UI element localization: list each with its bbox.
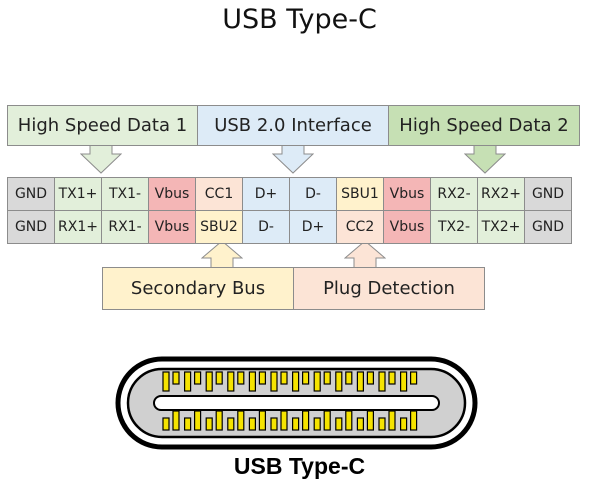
connector-contact [172, 410, 180, 431]
pin-cell: RX1- [101, 210, 149, 244]
pin-cell: D- [242, 210, 290, 244]
connector-contact [313, 371, 321, 392]
connector-contact [292, 371, 300, 392]
connector-contact [205, 417, 213, 431]
connector-contact [313, 417, 321, 431]
connector-contact [400, 371, 408, 392]
pin-cell: CC2 [336, 210, 384, 244]
connector-contact [270, 417, 278, 431]
connector-contact [237, 410, 245, 431]
connector-contact [280, 371, 288, 385]
connector-contact [194, 371, 202, 385]
pin-cell: GND [524, 210, 572, 244]
connector-contact [345, 410, 353, 431]
connector-contact [194, 410, 202, 431]
connector-contact [323, 371, 331, 385]
connector-contact [323, 410, 331, 431]
group-label: USB 2.0 Interface [214, 115, 372, 136]
pin-cell: Vbus [383, 177, 431, 211]
pin-cell: RX2+ [477, 177, 525, 211]
usb-c-connector-illustration [115, 356, 478, 450]
pin-cell: RX2- [430, 177, 478, 211]
connector-contact [227, 417, 235, 431]
pin-cell: D+ [242, 177, 290, 211]
connector-contact [172, 371, 180, 385]
connector-contact [400, 417, 408, 431]
connector-contact [270, 371, 278, 392]
pin-cell: GND [7, 177, 55, 211]
connector-contact [366, 371, 374, 385]
connector-contact [378, 417, 386, 431]
pin-cell: Vbus [383, 210, 431, 244]
pin-cell: SBU1 [336, 177, 384, 211]
connector-contact [302, 410, 310, 431]
connector-contact [162, 371, 170, 392]
connector-contact [302, 371, 310, 385]
connector-contact [184, 417, 192, 431]
connector-contact [237, 371, 245, 385]
group-high-speed-data-2: High Speed Data 2 [388, 105, 580, 146]
connector-contact [366, 410, 374, 431]
connector-contact [248, 371, 256, 392]
connector-top-pins [162, 371, 418, 392]
connector-contact [410, 410, 418, 431]
group-plug-detection: Plug Detection [293, 267, 485, 310]
image-caption: USB Type-C [233, 453, 366, 479]
connector-contact [258, 371, 266, 385]
group-label: Plug Detection [323, 278, 455, 299]
pin-cell: TX1- [101, 177, 149, 211]
pin-row-b: GND RX1+ RX1- Vbus SBU2 D- D+ CC2 Vbus T… [7, 210, 572, 244]
connector-bottom-pins [162, 410, 418, 431]
pin-cell: SBU2 [195, 210, 243, 244]
connector-contact [335, 417, 343, 431]
group-high-speed-data-1: High Speed Data 1 [7, 105, 198, 146]
connector-contact [388, 410, 396, 431]
connector-contact [335, 371, 343, 392]
connector-contact [248, 417, 256, 431]
connector-contact [388, 371, 396, 385]
pin-cell: TX1+ [54, 177, 102, 211]
connector-contact [356, 417, 364, 431]
page-title: USB Type-C [222, 4, 377, 35]
pin-cell: GND [524, 177, 572, 211]
connector-contact [292, 417, 300, 431]
pin-cell: TX2- [430, 210, 478, 244]
connector-contact [205, 371, 213, 392]
group-usb2-interface: USB 2.0 Interface [197, 105, 389, 146]
group-label: Secondary Bus [130, 278, 266, 299]
connector-contact [280, 410, 288, 431]
connector-contact [162, 417, 170, 431]
connector-contact [227, 371, 235, 392]
pin-cell: Vbus [148, 177, 196, 211]
connector-contact [378, 371, 386, 392]
connector-contact [184, 371, 192, 392]
connector-contact [215, 371, 223, 385]
connector-contact [258, 410, 266, 431]
pin-cell: D+ [289, 210, 337, 244]
connector-contact [410, 371, 418, 385]
pin-cell: TX2+ [477, 210, 525, 244]
pin-cell: Vbus [148, 210, 196, 244]
pinout-table: GND TX1+ TX1- Vbus CC1 D+ D- SBU1 Vbus R… [7, 177, 572, 244]
pin-cell: GND [7, 210, 55, 244]
group-label: High Speed Data 1 [17, 115, 188, 136]
connector-contact [215, 410, 223, 431]
connector-contact [356, 371, 364, 392]
pin-cell: RX1+ [54, 210, 102, 244]
pin-cell: CC1 [195, 177, 243, 211]
group-secondary-bus: Secondary Bus [102, 267, 294, 310]
group-label: High Speed Data 2 [399, 115, 569, 136]
pin-cell: D- [289, 177, 337, 211]
pin-row-a: GND TX1+ TX1- Vbus CC1 D+ D- SBU1 Vbus R… [7, 177, 572, 211]
connector-contact [345, 371, 353, 385]
